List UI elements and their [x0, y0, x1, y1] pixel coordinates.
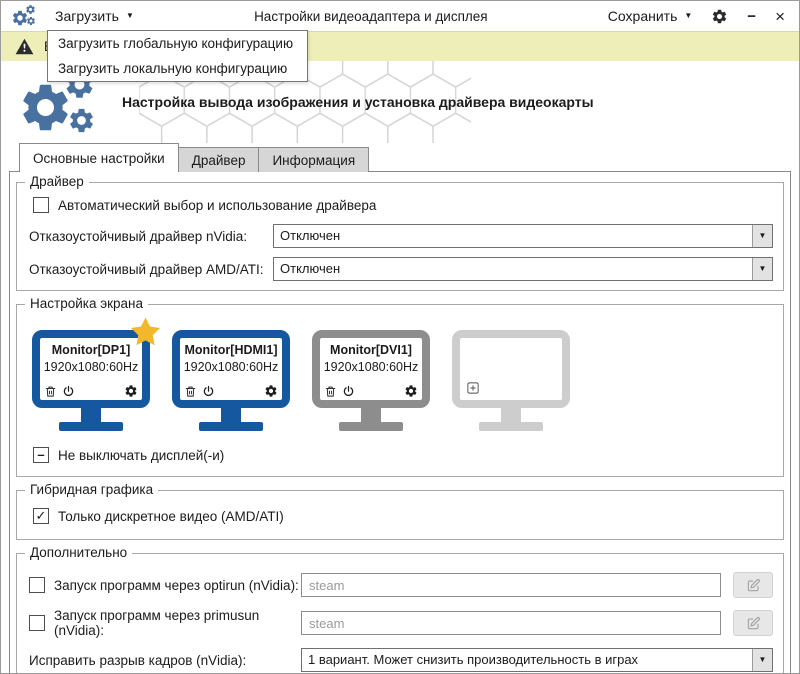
- close-button[interactable]: ×: [775, 6, 785, 26]
- amd-failsafe-row: Отказоустойчивый драйвер AMD/ATI: Отключ…: [27, 257, 773, 281]
- monitor-settings-icon[interactable]: [264, 384, 278, 398]
- optirun-row: Запуск программ через optirun (nVidia):: [27, 572, 773, 598]
- keep-display-on-label: Не выключать дисплей(-и): [58, 447, 225, 463]
- monitor-resolution: 1920x1080:60Hz: [323, 360, 419, 374]
- group-screen-legend: Настройка экрана: [25, 296, 148, 311]
- save-menu-button[interactable]: Сохранить ▼: [608, 8, 693, 24]
- title-bar: Загрузить ▼ Настройки видеоадаптера и ди…: [1, 1, 799, 31]
- discrete-only-row: ✓ Только дискретное видео (AMD/ATI): [33, 508, 773, 524]
- amd-failsafe-label: Отказоустойчивый драйвер AMD/ATI:: [29, 261, 264, 277]
- primusun-checkbox[interactable]: [29, 615, 45, 631]
- tab-page-main-settings: Драйвер Автоматический выбор и использов…: [9, 171, 791, 673]
- auto-driver-row: Автоматический выбор и использование дра…: [33, 197, 773, 213]
- primary-monitor-star-icon: [128, 315, 163, 350]
- settings-gear-button[interactable]: [711, 8, 728, 25]
- optirun-checkbox[interactable]: [29, 577, 45, 593]
- header-title: Настройка вывода изображения и установка…: [122, 94, 594, 110]
- tab-main-settings[interactable]: Основные настройки: [19, 143, 179, 173]
- load-dropdown-menu: Загрузить глобальную конфигурацию Загруз…: [47, 30, 309, 82]
- monitor-card-dp1[interactable]: Monitor[DP1] 1920x1080:60Hz: [32, 330, 150, 431]
- group-driver-legend: Драйвер: [25, 174, 89, 189]
- keep-display-on-checkbox[interactable]: –: [33, 447, 49, 463]
- tearing-value: 1 вариант. Может снизить производительно…: [308, 652, 639, 667]
- monitor-card-dvi1[interactable]: Monitor[DVI1] 1920x1080:60Hz: [312, 330, 430, 431]
- warning-triangle-icon: [14, 37, 35, 56]
- nvidia-failsafe-row: Отказоустойчивый драйвер nVidia: Отключе…: [27, 224, 773, 248]
- monitor-name: Monitor[DP1]: [51, 343, 131, 357]
- monitor-name: Monitor[DVI1]: [330, 343, 412, 357]
- gear-icon: [711, 8, 728, 25]
- monitor-resolution: 1920x1080:60Hz: [43, 360, 139, 374]
- tab-strip: Основные настройки Драйвер Информация: [19, 143, 799, 173]
- delete-monitor-icon[interactable]: [44, 385, 57, 398]
- optirun-edit-button[interactable]: [733, 572, 773, 598]
- group-extra: Дополнительно Запуск программ через opti…: [16, 545, 784, 673]
- nvidia-failsafe-label: Отказоустойчивый драйвер nVidia:: [29, 228, 248, 244]
- optirun-command-input[interactable]: [301, 573, 721, 597]
- group-hybrid-graphics: Гибридная графика ✓ Только дискретное ви…: [16, 482, 784, 540]
- menu-item-load-local-config[interactable]: Загрузить локальную конфигурацию: [58, 61, 288, 76]
- group-driver: Драйвер Автоматический выбор и использов…: [16, 174, 784, 291]
- monitor-resolution: 1920x1080:60Hz: [183, 360, 279, 374]
- monitor-name: Monitor[HDMI1]: [184, 343, 278, 357]
- monitor-settings-icon[interactable]: [404, 384, 418, 398]
- menu-item-load-global-config[interactable]: Загрузить глобальную конфигурацию: [58, 36, 294, 51]
- chevron-down-icon: ▼: [125, 11, 134, 20]
- nvidia-failsafe-value: Отключен: [280, 228, 341, 243]
- window-title: Настройки видеоадаптера и дисплея: [254, 8, 488, 24]
- primusun-edit-button[interactable]: [733, 610, 773, 636]
- delete-monitor-icon[interactable]: [324, 385, 337, 398]
- add-monitor-placeholder[interactable]: [452, 330, 570, 431]
- discrete-only-checkbox[interactable]: ✓: [33, 508, 49, 524]
- dropdown-arrow-button: ▼: [752, 258, 772, 280]
- optirun-label: Запуск программ через optirun (nVidia):: [54, 577, 299, 593]
- chevron-down-icon: ▼: [684, 11, 693, 20]
- power-monitor-icon[interactable]: [202, 385, 215, 398]
- tearing-select[interactable]: 1 вариант. Может снизить производительно…: [301, 648, 773, 672]
- primusun-command-input[interactable]: [301, 611, 721, 635]
- minimize-button[interactable]: −: [747, 7, 757, 25]
- dropdown-arrow-button: ▼: [752, 225, 772, 247]
- chevron-down-icon: ▼: [758, 264, 767, 273]
- load-menu-label: Загрузить: [55, 8, 119, 24]
- keep-display-on-row: – Не выключать дисплей(-и): [33, 447, 773, 463]
- power-monitor-icon[interactable]: [62, 385, 75, 398]
- auto-driver-checkbox[interactable]: [33, 197, 49, 213]
- chevron-down-icon: ▼: [758, 655, 767, 664]
- dropdown-arrow-button: ▼: [752, 649, 772, 671]
- monitor-settings-icon[interactable]: [124, 384, 138, 398]
- power-monitor-icon[interactable]: [342, 385, 355, 398]
- add-monitor-icon[interactable]: [466, 381, 480, 395]
- pencil-icon: [746, 616, 761, 631]
- tab-information[interactable]: Информация: [258, 147, 370, 172]
- load-menu-button[interactable]: Загрузить ▼: [55, 8, 134, 24]
- tearing-row: Исправить разрыв кадров (nVidia): 1 вари…: [27, 648, 773, 672]
- tab-driver[interactable]: Драйвер: [177, 147, 260, 172]
- amd-failsafe-select[interactable]: Отключен ▼: [273, 257, 773, 281]
- pencil-icon: [746, 578, 761, 593]
- monitor-card-hdmi1[interactable]: Monitor[HDMI1] 1920x1080:60Hz: [172, 330, 290, 431]
- delete-monitor-icon[interactable]: [184, 385, 197, 398]
- auto-driver-label: Автоматический выбор и использование дра…: [58, 197, 377, 213]
- primusun-row: Запуск программ через primusun (nVidia):: [27, 608, 773, 638]
- primusun-label: Запуск программ через primusun (nVidia):: [54, 608, 260, 638]
- chevron-down-icon: ▼: [758, 231, 767, 240]
- nvidia-failsafe-select[interactable]: Отключен ▼: [273, 224, 773, 248]
- tearing-label: Исправить разрыв кадров (nVidia):: [29, 652, 247, 668]
- amd-failsafe-value: Отключен: [280, 261, 341, 276]
- group-screen-setup: Настройка экрана Monitor[DP1] 1920x1080:…: [16, 296, 784, 477]
- app-gears-icon: [11, 4, 38, 28]
- header-banner: Настройка вывода изображения и установка…: [1, 61, 799, 143]
- monitor-list: Monitor[DP1] 1920x1080:60Hz Monitor[HDMI…: [32, 330, 773, 431]
- group-extra-legend: Дополнительно: [25, 545, 133, 560]
- discrete-only-label: Только дискретное видео (AMD/ATI): [58, 508, 284, 524]
- group-hybrid-legend: Гибридная графика: [25, 482, 159, 497]
- save-menu-label: Сохранить: [607, 8, 678, 24]
